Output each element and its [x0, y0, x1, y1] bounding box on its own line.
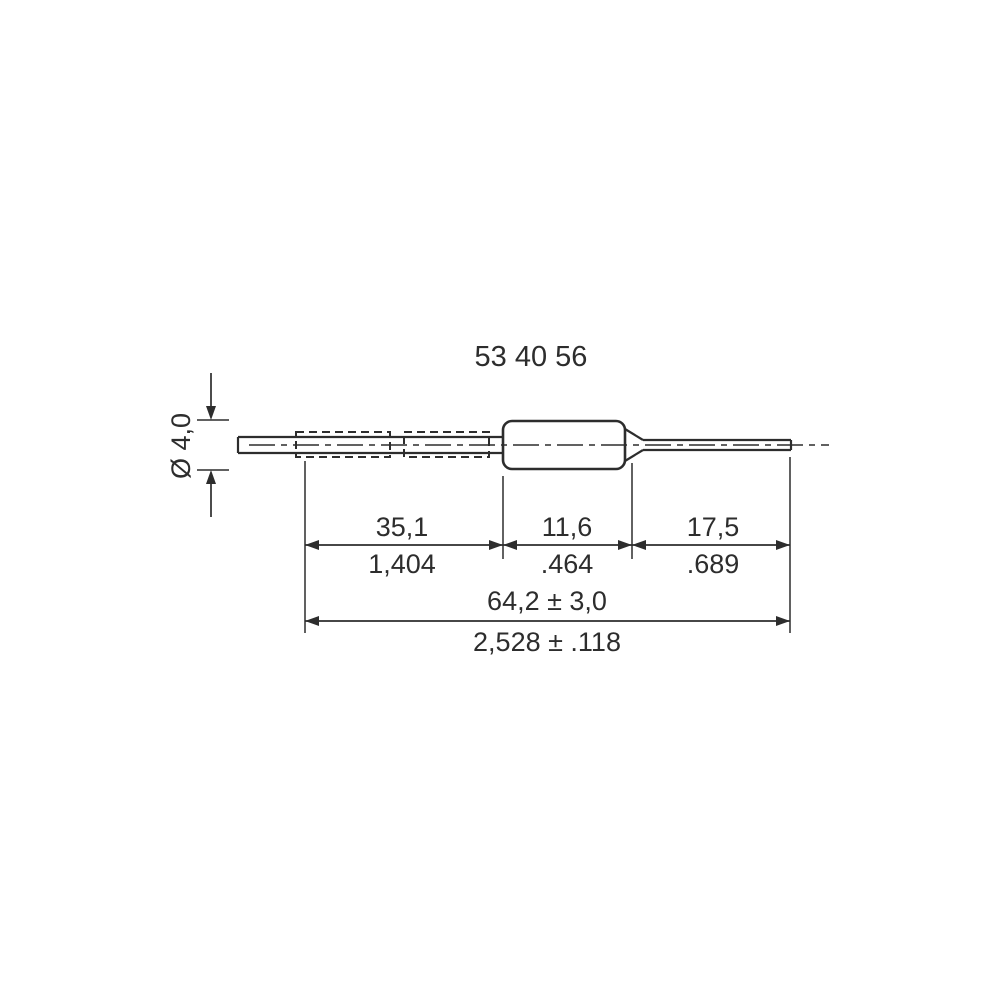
arrow-left-icon	[305, 616, 319, 626]
segment3-mm: 17,5	[687, 512, 740, 542]
dimension-segment-1: 35,1 1,404	[305, 512, 503, 579]
segment1-inch: 1,404	[368, 549, 436, 579]
arrow-left-icon	[305, 540, 319, 550]
segment2-inch: .464	[541, 549, 594, 579]
overall-inch: 2,528 ± .118	[473, 627, 621, 657]
segment1-mm: 35,1	[376, 512, 429, 542]
part-number: 53 40 56	[475, 341, 588, 373]
diameter-annotation: Ø 4,0	[166, 373, 229, 517]
dimension-segment-3: 17,5 .689	[632, 512, 790, 579]
arrow-right-icon	[618, 540, 632, 550]
dimension-segment-2: 11,6 .464	[503, 512, 632, 579]
arrow-left-icon	[503, 540, 517, 550]
arrow-right-icon	[776, 616, 790, 626]
arrow-right-icon	[776, 540, 790, 550]
dimension-overall: 64,2 ± 3,0 2,528 ± .118	[305, 586, 790, 657]
component-neck	[624, 428, 644, 462]
arrow-down-icon	[206, 406, 216, 420]
arrow-left-icon	[632, 540, 646, 550]
component-left-lead	[236, 435, 503, 455]
segment3-inch: .689	[687, 549, 740, 579]
segment2-mm: 11,6	[542, 512, 593, 542]
overall-mm: 64,2 ± 3,0	[487, 586, 607, 616]
arrow-up-icon	[206, 470, 216, 484]
arrow-right-icon	[489, 540, 503, 550]
diameter-label: Ø 4,0	[166, 413, 196, 479]
